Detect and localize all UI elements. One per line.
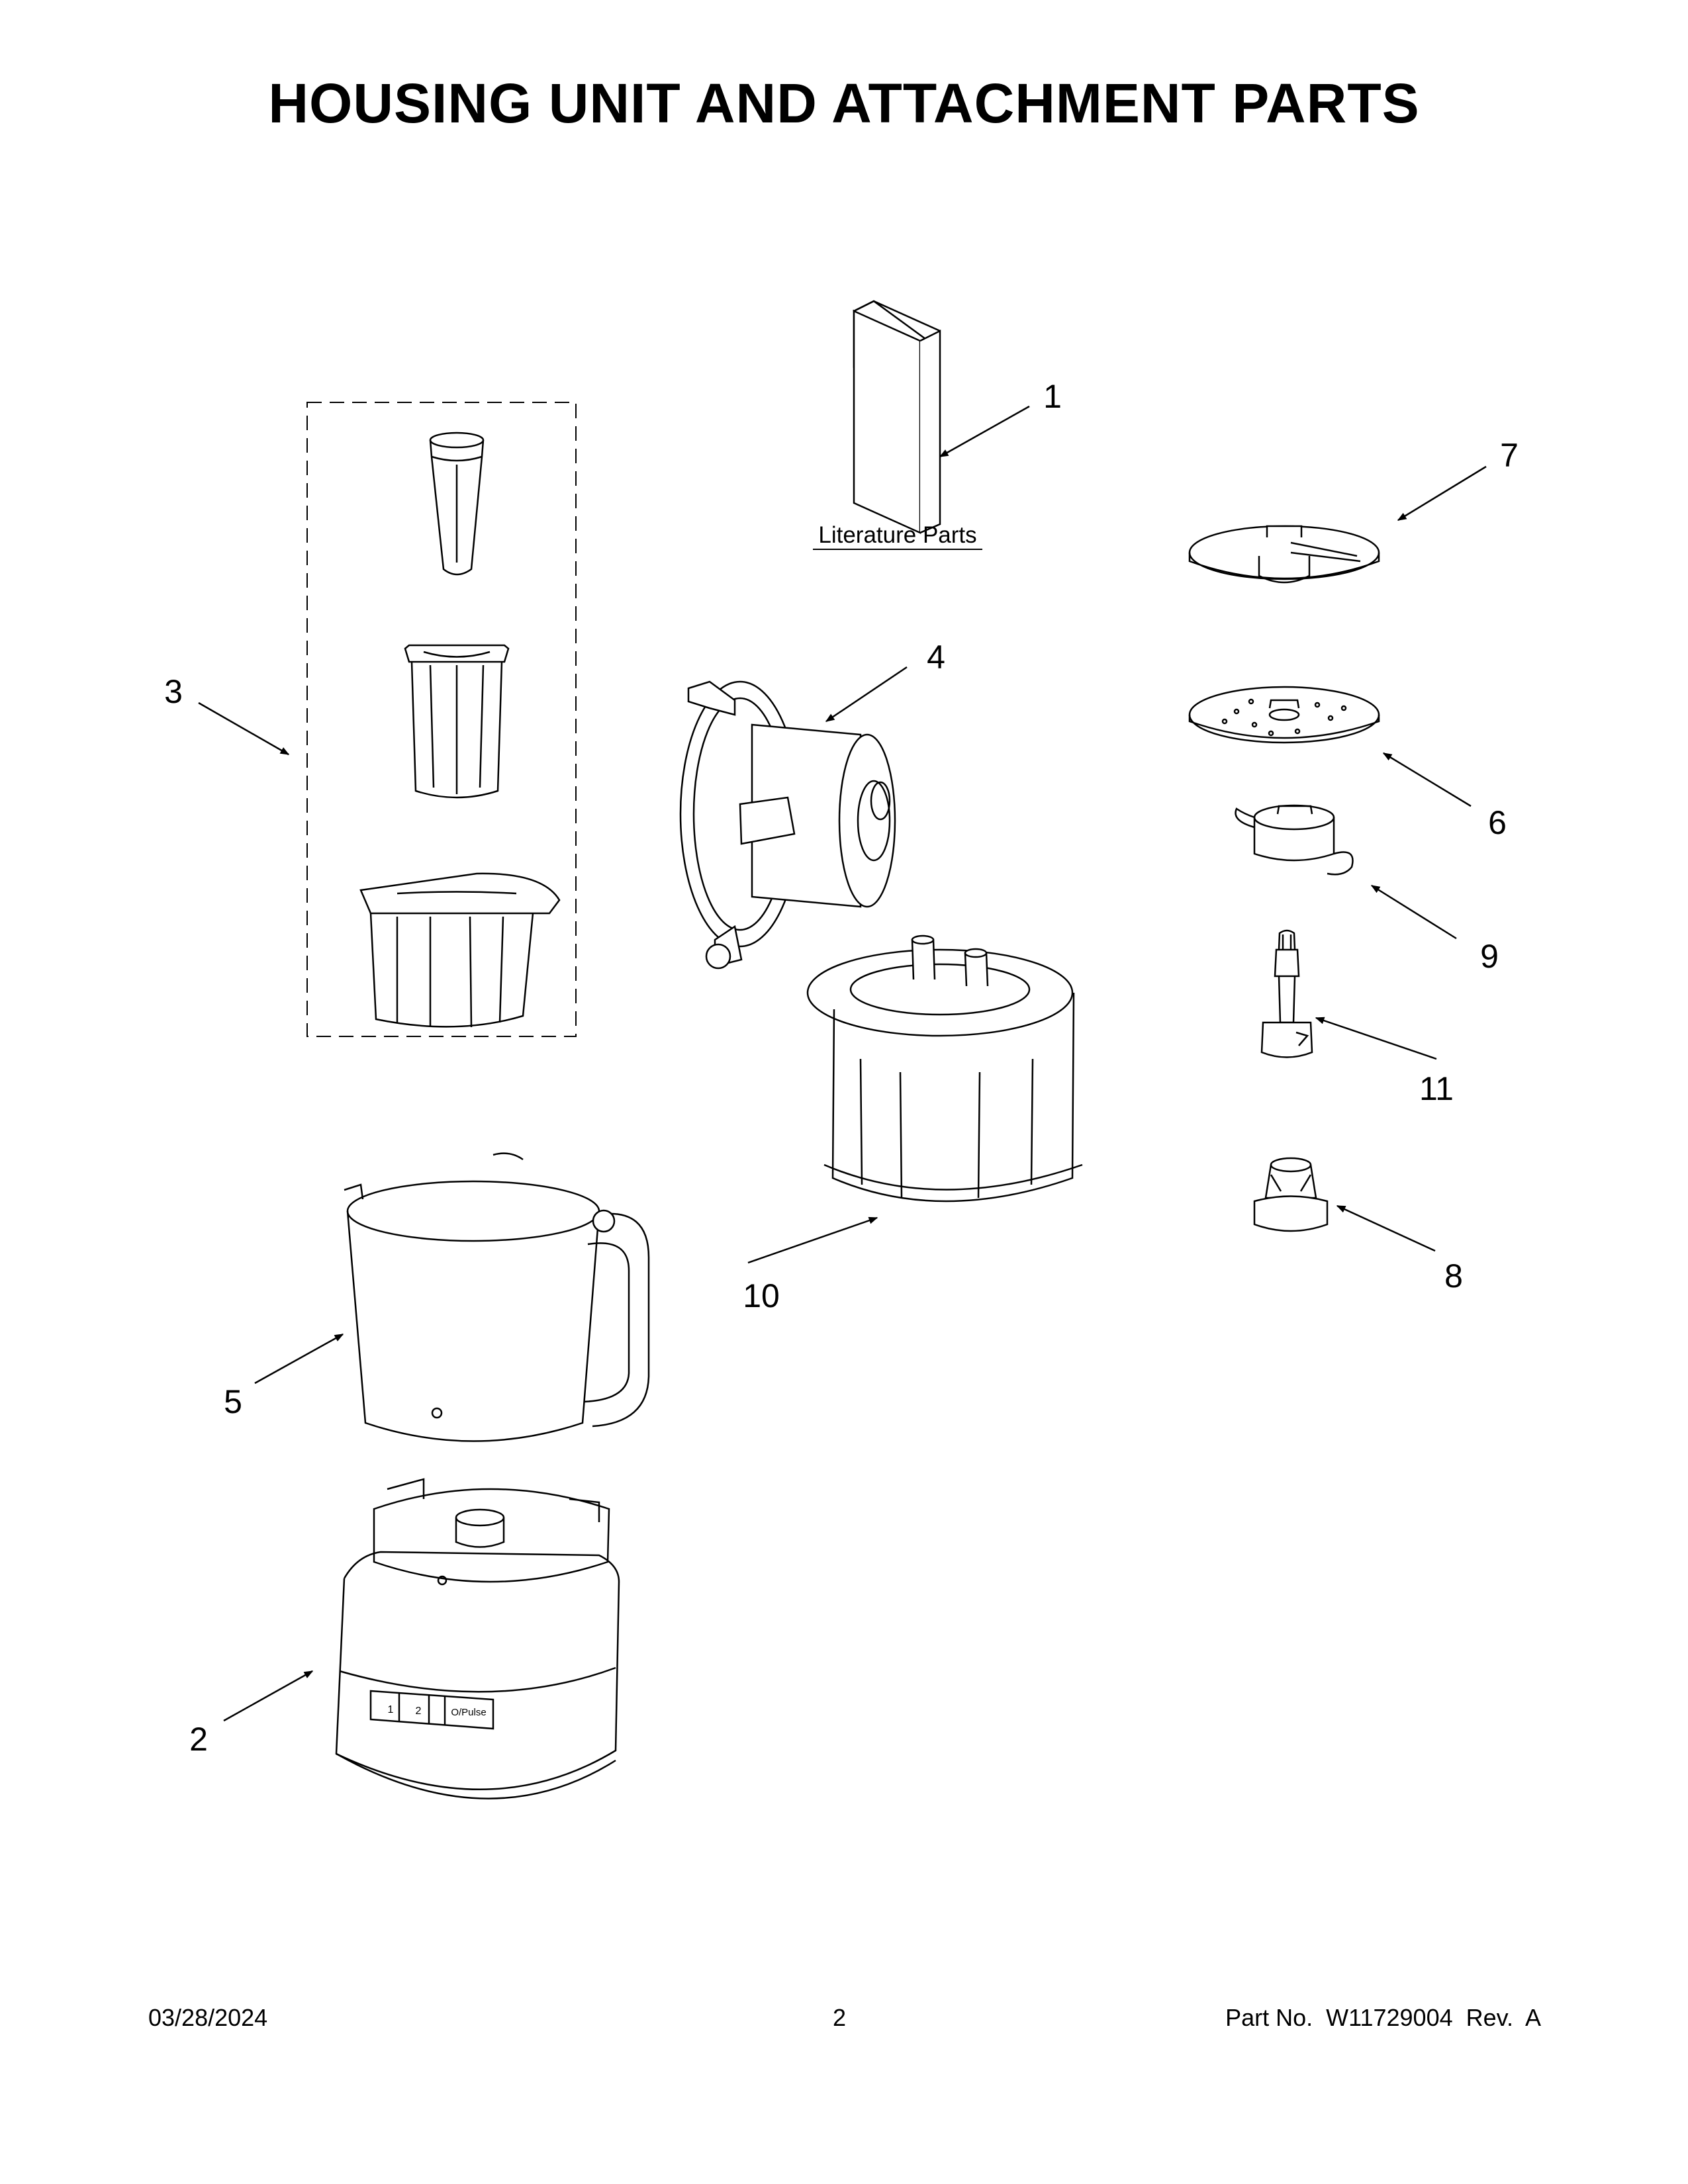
literature-booklet	[853, 300, 941, 534]
leader-arrow-3	[198, 702, 290, 756]
leader-arrow-8	[1336, 1205, 1436, 1252]
drive-coupler	[1253, 1157, 1329, 1232]
page-title: HOUSING UNIT AND ATTACHMENT PARTS	[268, 72, 1420, 134]
leader-arrow-11	[1315, 1017, 1437, 1060]
callout-9: 9	[1480, 938, 1499, 975]
base-button-1-label: 1	[388, 1704, 394, 1715]
work-bowl	[344, 1152, 650, 1442]
callout-11: 11	[1419, 1070, 1454, 1107]
multipurpose-blade	[1235, 804, 1354, 876]
medium-food-pusher	[404, 644, 510, 799]
part-3-group-box	[306, 402, 577, 1037]
leader-arrow-1	[939, 405, 1030, 458]
shredding-disc	[1188, 686, 1380, 744]
callout-3: 3	[164, 673, 183, 710]
drive-shaft	[1260, 929, 1313, 1058]
footer-part-number: Part No. W11729004 Rev. A	[1225, 2004, 1541, 2031]
leader-arrow-7	[1397, 465, 1487, 522]
large-food-pusher	[359, 872, 561, 1028]
motor-base	[335, 1478, 620, 1799]
callout-4: 4	[927, 639, 945, 676]
callout-6: 6	[1488, 804, 1507, 841]
disc-holder-ring	[806, 934, 1083, 1203]
callout-10: 10	[743, 1277, 780, 1314]
small-food-pusher	[429, 432, 485, 576]
base-button-2-label: 2	[416, 1706, 422, 1717]
callout-1: 1	[1043, 378, 1062, 415]
callout-5: 5	[224, 1383, 242, 1420]
leader-arrow-4	[825, 666, 908, 723]
callout-7: 7	[1500, 437, 1519, 474]
leader-arrow-6	[1382, 752, 1472, 807]
callout-2: 2	[189, 1721, 208, 1758]
slicing-disc	[1188, 525, 1380, 584]
leader-arrow-10	[747, 1216, 878, 1264]
footer-page-number: 2	[833, 2004, 847, 2031]
leader-arrow-5	[254, 1333, 344, 1385]
work-bowl-lid	[679, 680, 896, 970]
callout-8: 8	[1444, 1257, 1463, 1295]
footer-date: 03/28/2024	[148, 2004, 268, 2031]
leader-arrow-9	[1370, 884, 1457, 940]
leader-arrow-2	[223, 1670, 314, 1722]
literature-parts-label: Literature Parts	[818, 522, 976, 548]
base-button-pulse-label: O/Pulse	[451, 1707, 486, 1718]
